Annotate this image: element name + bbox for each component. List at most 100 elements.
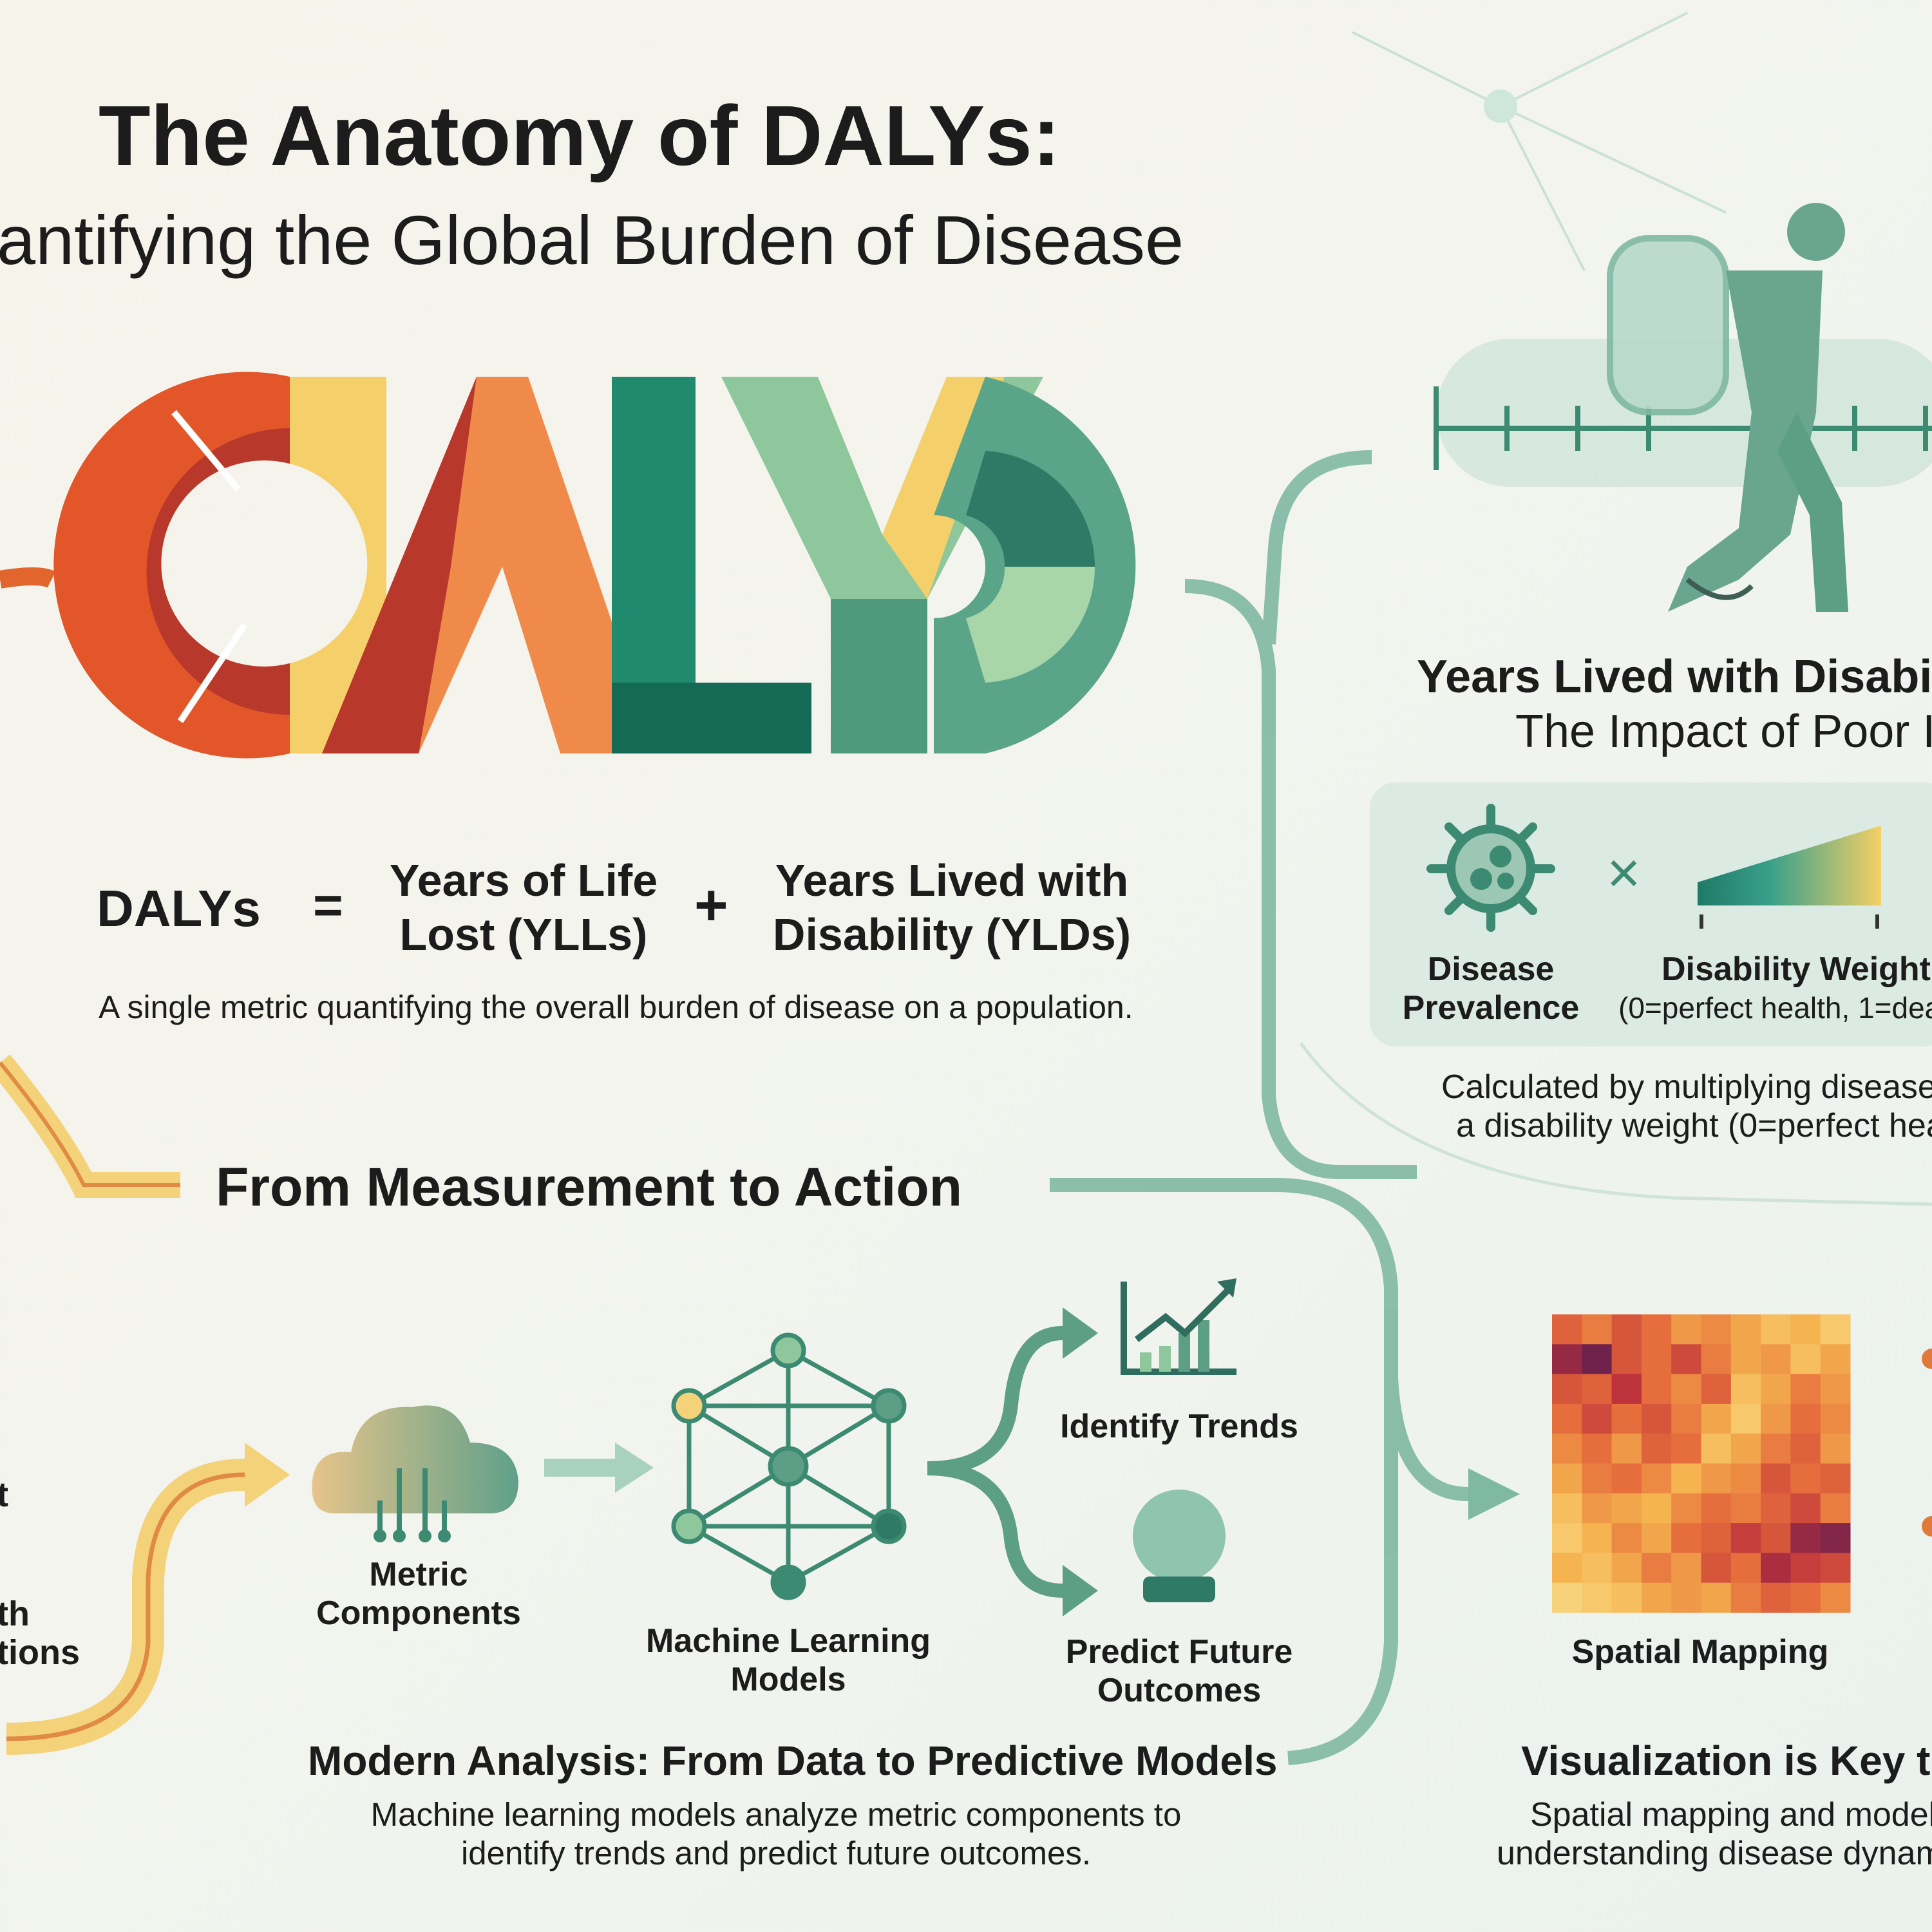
- ml-line1: Machine Learning: [645, 1622, 931, 1660]
- heatmap-cell: [1730, 1463, 1761, 1494]
- predict-outcomes-label: Predict Future Outcomes: [1066, 1633, 1293, 1710]
- heatmap-cell: [1761, 1314, 1791, 1345]
- disability-weight-gradient: [1698, 826, 1881, 905]
- heatmap-cell: [1701, 1403, 1732, 1434]
- yld-formula-panel: [1370, 782, 1932, 1046]
- heatmap-cell: [1611, 1523, 1642, 1553]
- heatmap-cell: [1761, 1434, 1791, 1464]
- yld-heading: Years Lived with Disabil: [1417, 651, 1932, 703]
- heatmap-cell: [1552, 1374, 1582, 1405]
- trend-chart-icon: [1121, 1278, 1236, 1375]
- left-partial-line1: t: [0, 1475, 8, 1514]
- heatmap-cell: [1790, 1463, 1821, 1494]
- heatmap-cell: [1701, 1582, 1732, 1613]
- prevalence-line1: Disease: [1427, 951, 1555, 988]
- metric-line1: Metric: [369, 1556, 468, 1593]
- analysis-heading: Modern Analysis: From Data to Predictive…: [308, 1738, 1278, 1784]
- heatmap-cell: [1790, 1403, 1821, 1434]
- heatmap-cell: [1820, 1374, 1851, 1405]
- heatmap-cell: [1611, 1374, 1642, 1405]
- formula-dalys: DALYs: [97, 880, 261, 937]
- heatmap-cell: [1611, 1403, 1642, 1434]
- heatmap-cell: [1671, 1523, 1701, 1553]
- heatmap-cell: [1641, 1553, 1672, 1584]
- visualization-heading: Visualization is Key to: [1521, 1738, 1932, 1784]
- heatmap-cell: [1671, 1314, 1701, 1345]
- virus-icon: [1426, 804, 1555, 932]
- formula-equals: =: [313, 876, 343, 934]
- heatmap-cell: [1671, 1493, 1701, 1524]
- heatmap-cell: [1671, 1553, 1701, 1584]
- heatmap-cell: [1701, 1314, 1732, 1345]
- heatmap-cell: [1701, 1493, 1732, 1524]
- heatmap-cell: [1730, 1553, 1761, 1584]
- heatmap-cell: [1611, 1493, 1642, 1524]
- title-line-1: The Anatomy of DALYs:: [99, 88, 1061, 183]
- heatmap-grid: [1552, 1314, 1851, 1613]
- yld-desc-line1: Calculated by multiplying disease p: [1441, 1068, 1932, 1106]
- heatmap-cell: [1641, 1523, 1672, 1553]
- neural-network-icon: [671, 1332, 907, 1600]
- heatmap-cell: [1641, 1493, 1672, 1524]
- yld-desc-line2: a disability weight (0=perfect hea: [1456, 1107, 1932, 1144]
- heatmap-cell: [1701, 1374, 1732, 1405]
- heatmap-cell: [1641, 1314, 1672, 1345]
- heatmap-cell: [1701, 1434, 1732, 1464]
- predict-line2: Outcomes: [1097, 1672, 1262, 1709]
- heatmap-cell: [1552, 1434, 1582, 1464]
- left-partial-line3: tions: [0, 1633, 80, 1672]
- spatial-mapping-label: Spatial Mapping: [1571, 1633, 1829, 1671]
- heatmap-cell: [1671, 1344, 1701, 1375]
- heatmap-cell: [1552, 1403, 1582, 1434]
- heatmap-cell: [1582, 1523, 1613, 1553]
- ml-models-label: Machine Learning Models: [646, 1622, 931, 1699]
- visualization-desc-line2: understanding disease dynami: [1497, 1835, 1932, 1872]
- heatmap-cell: [1761, 1582, 1791, 1613]
- analysis-desc-line1: Machine learning models analyze metric c…: [370, 1796, 1182, 1833]
- prevalence-line2: Prevalence: [1402, 989, 1580, 1027]
- formula-ylds: Years Lived with Disability (YLDs): [773, 853, 1131, 961]
- heatmap-cell: [1790, 1374, 1821, 1405]
- heatmap-cell: [1761, 1403, 1791, 1434]
- formula-plus: +: [694, 873, 728, 938]
- heatmap-cell: [1611, 1582, 1642, 1613]
- heatmap-cell: [1582, 1582, 1613, 1613]
- heatmap-cell: [1820, 1403, 1851, 1434]
- heatmap-cell: [1820, 1314, 1851, 1345]
- section-heading: From Measurement to Action: [216, 1157, 963, 1217]
- heatmap-cell: [1790, 1344, 1821, 1375]
- heatmap-cell: [1671, 1403, 1701, 1434]
- heatmap-cell: [1671, 1374, 1701, 1405]
- metric-line2: Components: [316, 1595, 521, 1632]
- heatmap-cell: [1552, 1553, 1582, 1584]
- heatmap-cell: [1582, 1314, 1613, 1345]
- heatmap-cell: [1730, 1403, 1761, 1434]
- heatmap-cell: [1552, 1314, 1582, 1345]
- heatmap-cell: [1820, 1344, 1851, 1375]
- identify-trends-label: Identify Trends: [1060, 1408, 1298, 1445]
- heatmap-cell: [1641, 1403, 1672, 1434]
- disability-weight-label: Disability Weight: [1662, 951, 1931, 988]
- heatmap-cell: [1790, 1493, 1821, 1524]
- heatmap-cell: [1552, 1582, 1582, 1613]
- heatmap-cell: [1611, 1463, 1642, 1494]
- heatmap-cell: [1820, 1463, 1851, 1494]
- heatmap-cell: [1552, 1493, 1582, 1524]
- metric-components-label: Metric Components: [316, 1555, 521, 1633]
- heatmap-cell: [1730, 1314, 1761, 1345]
- heatmap-cell: [1730, 1374, 1761, 1405]
- heatmap-cell: [1552, 1463, 1582, 1494]
- formula-caption: A single metric quantifying the overall …: [99, 989, 1133, 1025]
- heatmap-cell: [1761, 1553, 1791, 1584]
- multiply-icon: ×: [1607, 841, 1641, 905]
- heatmap-cell: [1641, 1582, 1672, 1613]
- heatmap-cell: [1582, 1344, 1613, 1375]
- formula-ylls-line1: Years of Life: [389, 855, 658, 905]
- heatmap-cell: [1611, 1344, 1642, 1375]
- heatmap-cell: [1761, 1463, 1791, 1494]
- heatmap-cell: [1820, 1523, 1851, 1553]
